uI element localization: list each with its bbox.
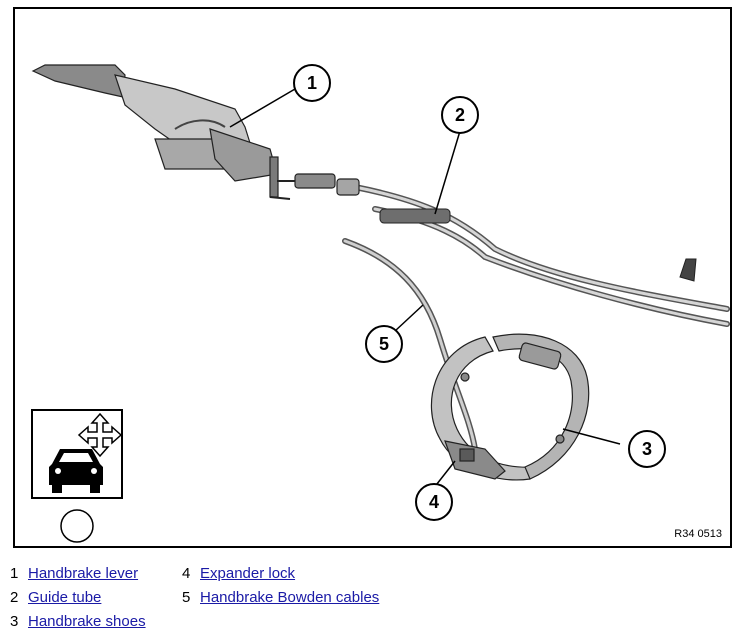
- legend-item-handbrake-bowden-cables: 5 Handbrake Bowden cables: [182, 589, 379, 606]
- svg-text:2: 2: [455, 105, 465, 125]
- diagram-drawing: 1 2 3 4 5: [31, 64, 730, 543]
- legend-number: 2: [10, 589, 19, 606]
- legend-item-handbrake-lever: 1 Handbrake lever: [10, 565, 138, 582]
- legend-item-handbrake-shoes: 3 Handbrake shoes: [10, 613, 146, 630]
- callout-2: 2: [441, 96, 479, 134]
- legend-number: 4: [182, 565, 191, 582]
- guide-tube: [352, 184, 730, 327]
- legend-number: 5: [182, 589, 191, 606]
- vehicle-orientation-icon: [31, 409, 123, 543]
- callout-1: 1: [293, 64, 331, 102]
- move-arrows-icon: [77, 412, 123, 458]
- svg-text:5: 5: [379, 334, 389, 354]
- parts-diagram: 1 2 3 4 5: [13, 7, 732, 548]
- handbrake-bowden-cable: [342, 238, 478, 452]
- figure-code: R34 0513: [674, 528, 722, 540]
- leader-lines: [229, 88, 621, 490]
- svg-text:3: 3: [642, 439, 652, 459]
- legend-number: 1: [10, 565, 19, 582]
- legend-number: 3: [10, 613, 19, 630]
- link-expander-lock[interactable]: Expander lock: [200, 565, 296, 582]
- link-handbrake-lever[interactable]: Handbrake lever: [28, 565, 139, 582]
- cable-connector: [277, 173, 360, 196]
- callout-3: 3: [628, 430, 666, 468]
- car-front-icon: [49, 449, 103, 493]
- svg-text:4: 4: [429, 492, 439, 512]
- handbrake-lever: [31, 64, 291, 200]
- link-handbrake-bowden-cables[interactable]: Handbrake Bowden cables: [200, 589, 380, 606]
- marker-circle-icon: [60, 509, 94, 543]
- link-guide-tube[interactable]: Guide tube: [28, 589, 102, 606]
- svg-text:1: 1: [307, 73, 317, 93]
- expander-lock: [444, 440, 506, 480]
- callout-4: 4: [415, 483, 453, 521]
- callout-5: 5: [365, 325, 403, 363]
- legend-item-guide-tube: 2 Guide tube: [10, 589, 101, 606]
- legend-item-expander-lock: 4 Expander lock: [182, 565, 295, 582]
- link-handbrake-shoes[interactable]: Handbrake shoes: [28, 613, 146, 630]
